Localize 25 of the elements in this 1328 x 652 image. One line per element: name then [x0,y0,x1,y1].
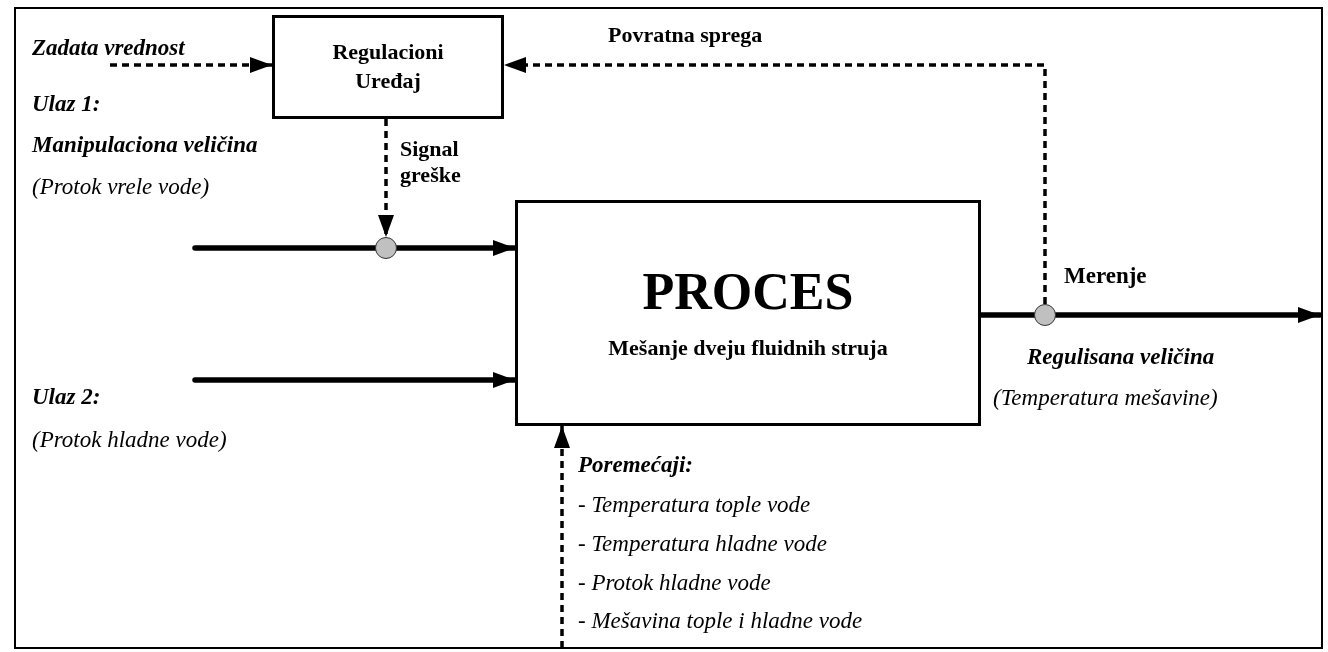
note-text: - Temperatura hladne vode [578,530,827,558]
note-text: (Temperatura mešavine) [993,384,1218,412]
junction-circle [375,237,397,259]
note-text: - Mešavina tople i hladne vode [578,607,863,635]
note-text: - Temperatura tople vode [578,491,811,519]
heading-label: Poremećaji: [578,451,693,479]
input-label: Zadata vrednost [32,34,185,62]
block-title: PROCES [642,263,854,321]
block-box [272,15,504,119]
arrow [378,119,394,237]
block-label: Regulacioni Uređaj [331,38,445,95]
heading-label: Ulaz 1: [32,90,101,118]
arrow [110,57,272,73]
note-text: (Protok hladne vode) [32,426,227,454]
heading-label: Regulisana veličina [1027,343,1215,371]
arrow [554,426,570,648]
note-text: - Protok hladne vode [578,569,771,597]
heading-label: Manipulaciona veličina [32,131,258,159]
block-box [515,200,981,426]
arrow [504,57,1047,304]
junction-label: Merenje [1064,262,1147,290]
block-label: Mešanje dveju fluidnih struja [608,334,888,363]
note-text: (Protok vrele vode) [32,173,210,201]
heading-label: Ulaz 2: [32,383,101,411]
junction-circle [1034,304,1056,326]
